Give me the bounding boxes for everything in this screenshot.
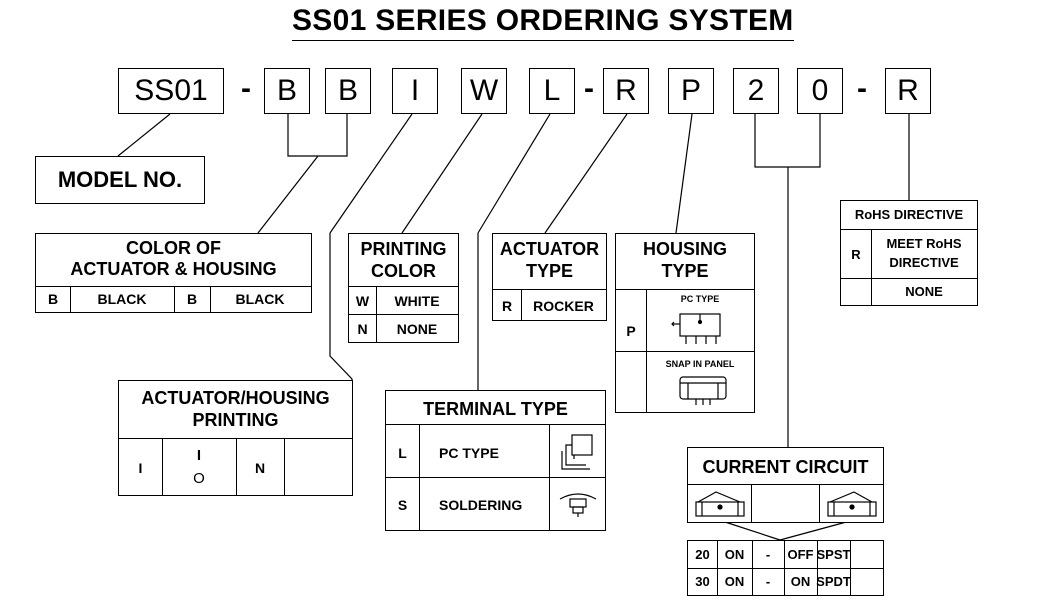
printing-code-2: N bbox=[254, 460, 266, 476]
printing-color-name: WHITE bbox=[394, 293, 440, 309]
printing-color-title-1: PRINTING bbox=[360, 239, 447, 259]
terminal-name: PC TYPE bbox=[439, 445, 499, 461]
terminal-code: S bbox=[397, 497, 408, 513]
terminal-name: SOLDERING bbox=[439, 497, 523, 513]
rocker-off-icon bbox=[695, 491, 745, 517]
printing-title-1: ACTUATOR/HOUSING bbox=[141, 388, 330, 408]
printing-color-title-2: COLOR bbox=[371, 261, 436, 281]
terminal-table: TERMINAL TYPE L PC TYPE S SOLDERING bbox=[385, 390, 606, 531]
rohs-title: RoHS DIRECTIVE bbox=[854, 207, 964, 222]
solder-terminal-icon bbox=[559, 493, 597, 517]
circuit-pos-b: - bbox=[765, 574, 771, 589]
code-dash: - bbox=[857, 72, 867, 105]
actuator-type-code: R bbox=[501, 298, 513, 314]
actuator-type-title-2: TYPE bbox=[525, 261, 573, 281]
circuit-pos-b: - bbox=[765, 547, 771, 562]
model-no-box: MODEL NO. bbox=[35, 156, 205, 204]
color-code-1: B bbox=[47, 291, 59, 307]
rohs-table: RoHS DIRECTIVE R MEET RoHS DIRECTIVE NON… bbox=[840, 200, 978, 306]
snap-housing-icon bbox=[679, 376, 727, 405]
circuit-code: 20 bbox=[695, 547, 710, 562]
housing-snap-label: SNAP IN PANEL bbox=[665, 359, 735, 369]
color-title-2: ACTUATOR & HOUSING bbox=[70, 259, 277, 279]
rocker-on-icon bbox=[827, 491, 877, 517]
color-name-1: BLACK bbox=[97, 291, 147, 307]
circuit-title: CURRENT CIRCUIT bbox=[702, 457, 869, 477]
code-box-rohs: R bbox=[885, 68, 931, 114]
printing-title-2: PRINTING bbox=[192, 410, 279, 430]
housing-pc-label: PC TYPE bbox=[680, 294, 720, 304]
circuit-table: CURRENT CIRCUIT bbox=[687, 447, 884, 523]
printing-color-table: PRINTING COLOR W WHITE N NONE bbox=[348, 233, 459, 343]
code-box-housing-type: P bbox=[668, 68, 714, 114]
circuit-pos-d: SPDT bbox=[816, 574, 851, 589]
circuit-codes-table: 20 ON - OFF SPST 30 ON - ON SPDT bbox=[687, 540, 884, 596]
printing-table: ACTUATOR/HOUSING PRINTING I I O N bbox=[118, 380, 353, 496]
circuit-pos-a: ON bbox=[724, 547, 745, 562]
code-box-color-housing: B bbox=[325, 68, 371, 114]
rohs-code: R bbox=[851, 247, 861, 262]
circuit-pos-d: SPST bbox=[816, 547, 851, 562]
housing-type-table: HOUSING TYPE P PC TYPE SNAP IN PANEL bbox=[615, 233, 755, 413]
circuit-pos-c: OFF bbox=[787, 547, 814, 562]
terminal-code: L bbox=[398, 445, 407, 461]
printing-color-code: W bbox=[355, 293, 370, 309]
code-box-model: SS01 bbox=[118, 68, 224, 114]
actuator-type-table: ACTUATOR TYPE R ROCKER bbox=[492, 233, 607, 321]
code-box-circuit-2: 0 bbox=[797, 68, 843, 114]
housing-type-title-1: HOUSING bbox=[642, 239, 727, 259]
rohs-none: NONE bbox=[905, 284, 943, 299]
terminal-title: TERMINAL TYPE bbox=[423, 399, 568, 419]
housing-type-title-2: TYPE bbox=[661, 261, 709, 281]
pc-terminal-icon bbox=[561, 434, 593, 470]
code-box-terminal: L bbox=[529, 68, 575, 114]
circuit-code: 30 bbox=[695, 574, 710, 589]
pc-housing-icon bbox=[671, 313, 721, 344]
printing-color-code: N bbox=[357, 321, 368, 337]
code-box-printing-color: W bbox=[461, 68, 507, 114]
color-name-2: BLACK bbox=[235, 291, 285, 307]
actuator-type-name: ROCKER bbox=[533, 298, 594, 314]
housing-type-code: P bbox=[626, 323, 636, 339]
circuit-pos-a: ON bbox=[724, 574, 745, 589]
color-title-1: COLOR OF bbox=[126, 238, 221, 258]
code-box-actuator-type: R bbox=[603, 68, 649, 114]
printing-code-1: I bbox=[138, 460, 143, 476]
printing-symbol-i: I bbox=[196, 447, 202, 464]
code-dash: - bbox=[584, 72, 594, 105]
rohs-meet-1: MEET RoHS bbox=[886, 236, 962, 251]
rohs-meet-2: DIRECTIVE bbox=[889, 255, 959, 270]
actuator-type-title-1: ACTUATOR bbox=[499, 239, 600, 259]
circuit-pos-c: ON bbox=[790, 574, 811, 589]
code-box-circuit-1: 2 bbox=[733, 68, 779, 114]
printing-symbol-o: O bbox=[193, 470, 205, 487]
page-title: SS01 SERIES ORDERING SYSTEM bbox=[292, 4, 794, 41]
printing-color-name: NONE bbox=[396, 321, 438, 337]
code-box-printing: I bbox=[392, 68, 438, 114]
code-box-color-actuator: B bbox=[264, 68, 310, 114]
code-dash: - bbox=[241, 72, 251, 105]
color-code-2: B bbox=[186, 291, 198, 307]
color-table: COLOR OF ACTUATOR & HOUSING B BLACK B BL… bbox=[35, 233, 312, 313]
